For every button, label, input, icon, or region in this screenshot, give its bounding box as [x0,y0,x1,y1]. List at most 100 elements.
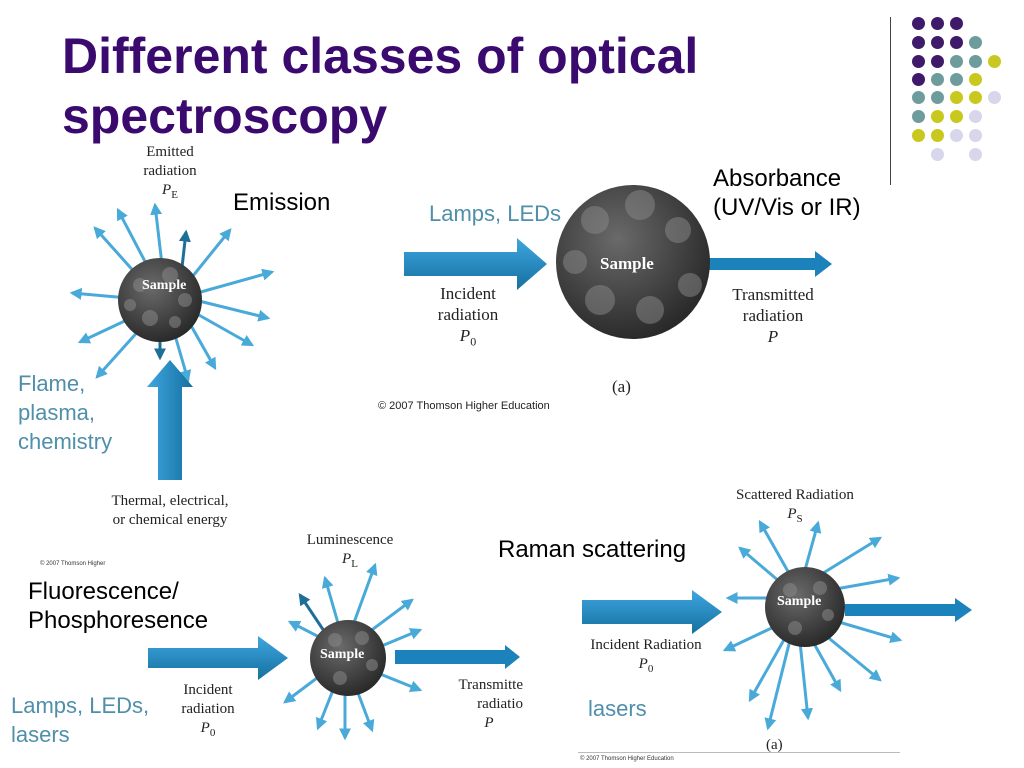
transmitted-line1: Transmitted [732,285,814,304]
f-transmitted-line2: radiatio [477,696,523,712]
dot [931,55,944,68]
raman-diagram [582,519,972,731]
emitted-radiation-text: Emitted radiation [143,144,197,179]
dot [931,148,944,161]
dot [950,17,963,30]
absorbance-copyright: © 2007 Thomson Higher Education [378,400,550,412]
raman-source: lasers [588,696,647,721]
energy-label: Thermal, electrical, or chemical energy [90,492,250,530]
raman-incident-text: Incident Radiation [590,637,702,653]
raman-copyright: © 2007 Thomson Higher Education [580,756,674,762]
raman-incident-symbol-sub: 0 [647,663,654,675]
dot [950,36,963,49]
lum-symbol-p: P [342,551,352,567]
dot [931,73,944,86]
raman-heading: Raman scattering [498,536,687,563]
energy-arrow [147,360,193,480]
fluorescence-transmitted-label: Transmitte radiatio P [455,676,523,733]
dot [931,110,944,123]
dot [912,55,925,68]
emitted-symbol-sub: E [171,189,178,201]
transmitted-arrow [395,645,520,669]
dot [912,91,925,104]
fluorescence-sources: Lamps, LEDs, lasers [11,691,149,749]
dot [950,129,963,142]
emission-heading: Emission [233,189,331,216]
scattered-radiation-label: Scattered Radiation PS [720,486,870,529]
incident-symbol: P0 [418,325,518,352]
emission-sources: Flame, plasma, chemistry [18,369,112,456]
incident-line2: radiation [437,305,499,324]
absorbance-heading: Absorbance (UV/Vis or IR) [713,164,861,222]
transmitted-arrow [845,598,972,622]
incident-arrow [582,590,722,634]
source-chemistry: chemistry [18,429,113,454]
energy-label-line2: or chemical energy [112,512,228,528]
dot [950,110,963,123]
raman-incident-symbol-p: P [638,656,648,672]
incident-symbol-p: P [459,326,471,345]
emission-copyright: © 2007 Thomson Higher [40,561,106,567]
raman-incident-label: Incident Radiation P0 [578,636,714,679]
energy-label-line1: Thermal, electrical, [111,493,229,509]
dot [931,91,944,104]
f-incident-symbol-sub: 0 [209,727,216,739]
raman-panel-label: (a) [766,737,783,753]
incident-arrow [404,238,547,290]
dot [969,129,982,142]
fluorescence-heading: Fluorescence/ Phosphoresence [28,577,208,635]
fluorescence-source-line1: Lamps, LEDs, [11,693,150,718]
scattered-text: Scattered Radiation [736,487,854,503]
slide-title: Different classes of optical spectroscop… [62,28,699,144]
fluorescence-sample-label: Sample [320,647,365,662]
dot [969,36,982,49]
dot [988,91,1001,104]
dot [950,55,963,68]
dot [969,110,982,123]
absorbance-incident-label: Incident radiation P0 [418,283,518,352]
dot [969,148,982,161]
scat-symbol-sub: S [796,513,803,525]
fluorescence-incident-label: Incident radiation P0 [168,681,248,743]
fluorescence-heading-line1: Fluorescence/ [28,578,179,605]
fluorescence-diagram [148,562,520,741]
luminescence-symbol: PL [295,550,405,574]
f-transmitted-symbol: P [484,715,494,731]
dot [912,36,925,49]
emitted-symbol-p: P [162,182,172,198]
luminescence-label: Luminescence PL [295,531,405,574]
f-incident-symbol-p: P [200,720,210,736]
absorbance-transmitted-label: Transmitted radiation P [715,284,831,347]
raman-bottom-rule [578,752,900,753]
absorbance-panel-label: (a) [612,377,631,396]
dot [912,110,925,123]
lum-symbol-sub: L [351,558,358,570]
dot [969,91,982,104]
raman-sample-label: Sample [777,594,822,609]
transmitted-arrow [690,251,832,277]
dot [931,17,944,30]
luminescence-text: Luminescence [306,532,394,548]
dot [912,129,925,142]
fluorescence-heading-line2: Phosphoresence [28,607,209,634]
vertical-divider [890,17,891,185]
dot [912,17,925,30]
absorbance-heading-line1: Absorbance [713,165,842,192]
dot [931,129,944,142]
absorbance-source: Lamps, LEDs [429,201,562,226]
emitted-radiation-label: Emitted radiation PE [120,143,220,205]
dot [969,73,982,86]
dot [950,91,963,104]
incident-symbol-sub: 0 [470,334,477,349]
absorbance-heading-line2: (UV/Vis or IR) [713,194,861,221]
raman-incident-symbol: P0 [578,655,714,679]
dot [969,55,982,68]
emission-diagram [69,202,275,480]
dot [931,36,944,49]
scattered-symbol: PS [720,505,870,529]
dot [912,73,925,86]
emission-sample-label: Sample [142,278,187,293]
f-incident-line1: Incident [183,682,233,698]
absorbance-diagram [404,185,832,339]
